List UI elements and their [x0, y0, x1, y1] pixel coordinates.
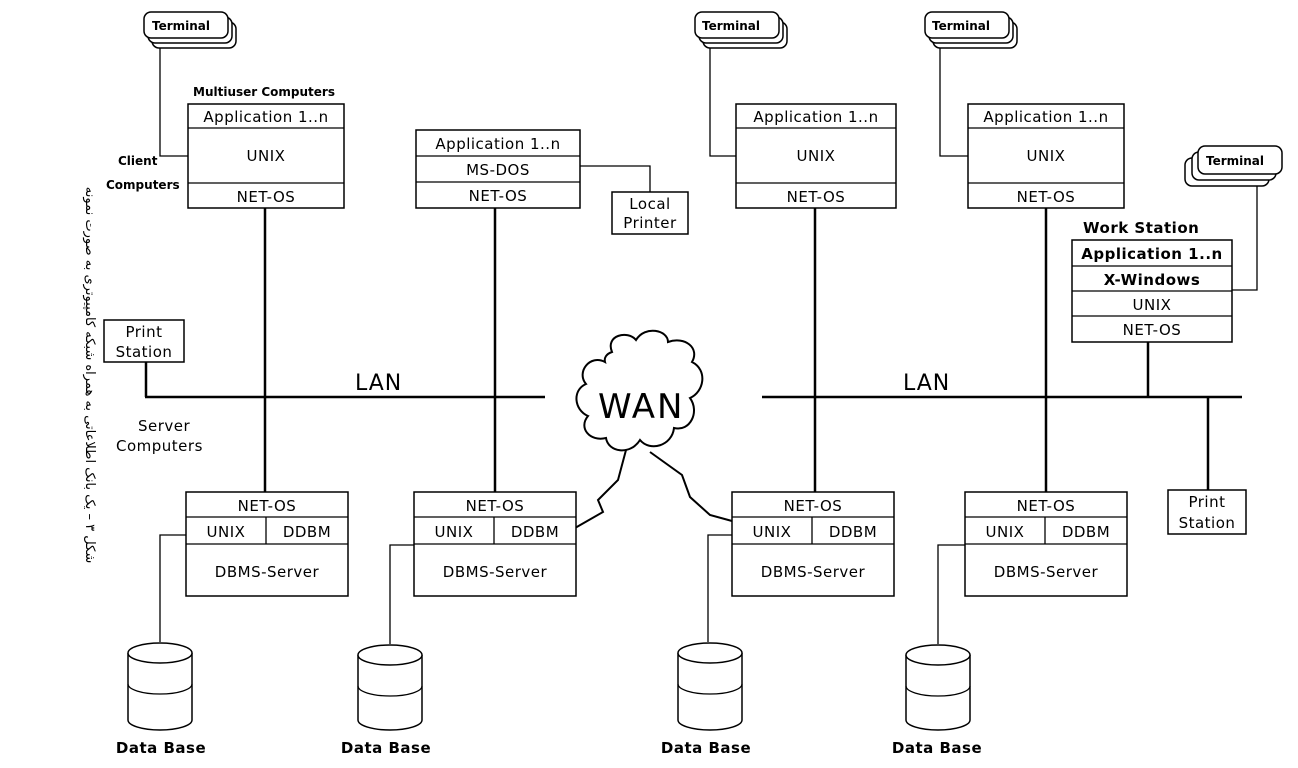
terminal-icon: Terminal: [1184, 145, 1283, 187]
svg-text:Print: Print: [125, 323, 162, 341]
svg-text:Terminal: Terminal: [932, 19, 990, 33]
server-computer: NET-OS UNIX DDBM DBMS-Server: [731, 491, 895, 597]
layer-dbms-server: DBMS-Server: [443, 563, 548, 581]
layer-application: Application 1..n: [1081, 245, 1222, 263]
print-station: Print Station: [103, 319, 185, 363]
layer-ddbm: DDBM: [511, 523, 559, 541]
layer-dbms-server: DBMS-Server: [994, 563, 1099, 581]
layer-unix: UNIX: [986, 523, 1025, 541]
local-printer: Local Printer: [611, 191, 689, 235]
layer-net-os: NET-OS: [1123, 321, 1182, 339]
database-icon: [127, 642, 193, 731]
client-computer: Application 1..n UNIX NET-OS: [735, 103, 897, 209]
terminal-icon: Terminal: [924, 11, 1018, 49]
terminal-icon: Terminal: [694, 11, 788, 49]
client-computer: Application 1..n UNIX NET-OS: [967, 103, 1125, 209]
layer-unix: UNIX: [207, 523, 246, 541]
layer-net-os: NET-OS: [469, 187, 528, 205]
layer-net-os: NET-OS: [237, 188, 296, 206]
terminal-icon: Terminal: [143, 11, 237, 49]
work-station-label: Work Station: [1083, 219, 1199, 237]
database-label: Data Base: [892, 739, 982, 757]
layer-application: Application 1..n: [203, 108, 328, 126]
database-icon: [677, 642, 743, 731]
work-station: Application 1..n X-Windows UNIX NET-OS: [1071, 239, 1233, 343]
layer-ddbm: DDBM: [1062, 523, 1110, 541]
printer-link: [580, 165, 651, 192]
figure-caption: شکل ۳ – یک بانک اطلاعاتی به همراه شبکه ک…: [82, 187, 97, 563]
server-computer: NET-OS UNIX DDBM DBMS-Server: [413, 491, 577, 597]
server-computers-label: Computers: [116, 437, 203, 455]
svg-text:Print: Print: [1188, 493, 1225, 511]
server-computer: NET-OS UNIX DDBM DBMS-Server: [185, 491, 349, 597]
database-label: Data Base: [661, 739, 751, 757]
terminal-link: [709, 48, 736, 157]
database-label: Data Base: [341, 739, 431, 757]
layer-net-os: NET-OS: [238, 497, 297, 515]
lan-label-right: LAN: [903, 371, 950, 396]
layer-net-os: NET-OS: [1017, 188, 1076, 206]
layer-ddbm: DDBM: [283, 523, 331, 541]
svg-text:Station: Station: [1179, 514, 1236, 532]
layer-application: Application 1..n: [983, 108, 1108, 126]
database-link: [159, 534, 186, 642]
server-computers-label: Server: [138, 417, 191, 435]
database-link: [389, 544, 414, 644]
client-computer: Application 1..n UNIX NET-OS: [187, 103, 345, 209]
server-computer: NET-OS UNIX DDBM DBMS-Server: [964, 491, 1128, 597]
terminal-link: [939, 48, 968, 157]
layer-unix: UNIX: [753, 523, 792, 541]
svg-text:Terminal: Terminal: [702, 19, 760, 33]
database-icon: [357, 644, 423, 731]
print-station: Print Station: [1167, 489, 1247, 535]
svg-text:Printer: Printer: [623, 214, 677, 232]
wan-link-right: [649, 451, 733, 522]
layer-unix: UNIX: [1133, 296, 1172, 314]
layer-application: Application 1..n: [435, 135, 560, 153]
wan-cloud: [575, 329, 704, 452]
layer-dbms-server: DBMS-Server: [215, 563, 320, 581]
lan-label-left: LAN: [355, 371, 402, 396]
layer-unix: UNIX: [247, 147, 286, 165]
layer-net-os: NET-OS: [466, 497, 525, 515]
layer-dbms-server: DBMS-Server: [761, 563, 866, 581]
layer-x-windows: X-Windows: [1104, 271, 1201, 289]
layer-ddbm: DDBM: [829, 523, 877, 541]
terminal-link: [159, 48, 188, 157]
svg-text:Local: Local: [629, 195, 670, 213]
client-computer: Application 1..n MS-DOS NET-OS: [415, 129, 581, 209]
multiuser-computers-label: Multiuser Computers: [193, 85, 335, 99]
layer-unix: UNIX: [435, 523, 474, 541]
layer-net-os: NET-OS: [787, 188, 846, 206]
svg-text:Station: Station: [116, 343, 173, 361]
svg-text:Terminal: Terminal: [1206, 154, 1264, 168]
database-link: [937, 544, 965, 644]
svg-text:Terminal: Terminal: [152, 19, 210, 33]
client-computers-label: Client: [118, 154, 158, 168]
client-computers-label: Computers: [106, 178, 180, 192]
layer-net-os: NET-OS: [784, 497, 843, 515]
wan-link-left: [574, 449, 627, 529]
database-link: [707, 534, 732, 642]
layer-ms-dos: MS-DOS: [466, 161, 530, 179]
terminal-link: [1232, 186, 1258, 291]
database-label: Data Base: [116, 739, 206, 757]
wan-label: WAN: [598, 387, 684, 427]
database-icon: [905, 644, 971, 731]
layer-application: Application 1..n: [753, 108, 878, 126]
layer-unix: UNIX: [797, 147, 836, 165]
layer-unix: UNIX: [1027, 147, 1066, 165]
layer-net-os: NET-OS: [1017, 497, 1076, 515]
